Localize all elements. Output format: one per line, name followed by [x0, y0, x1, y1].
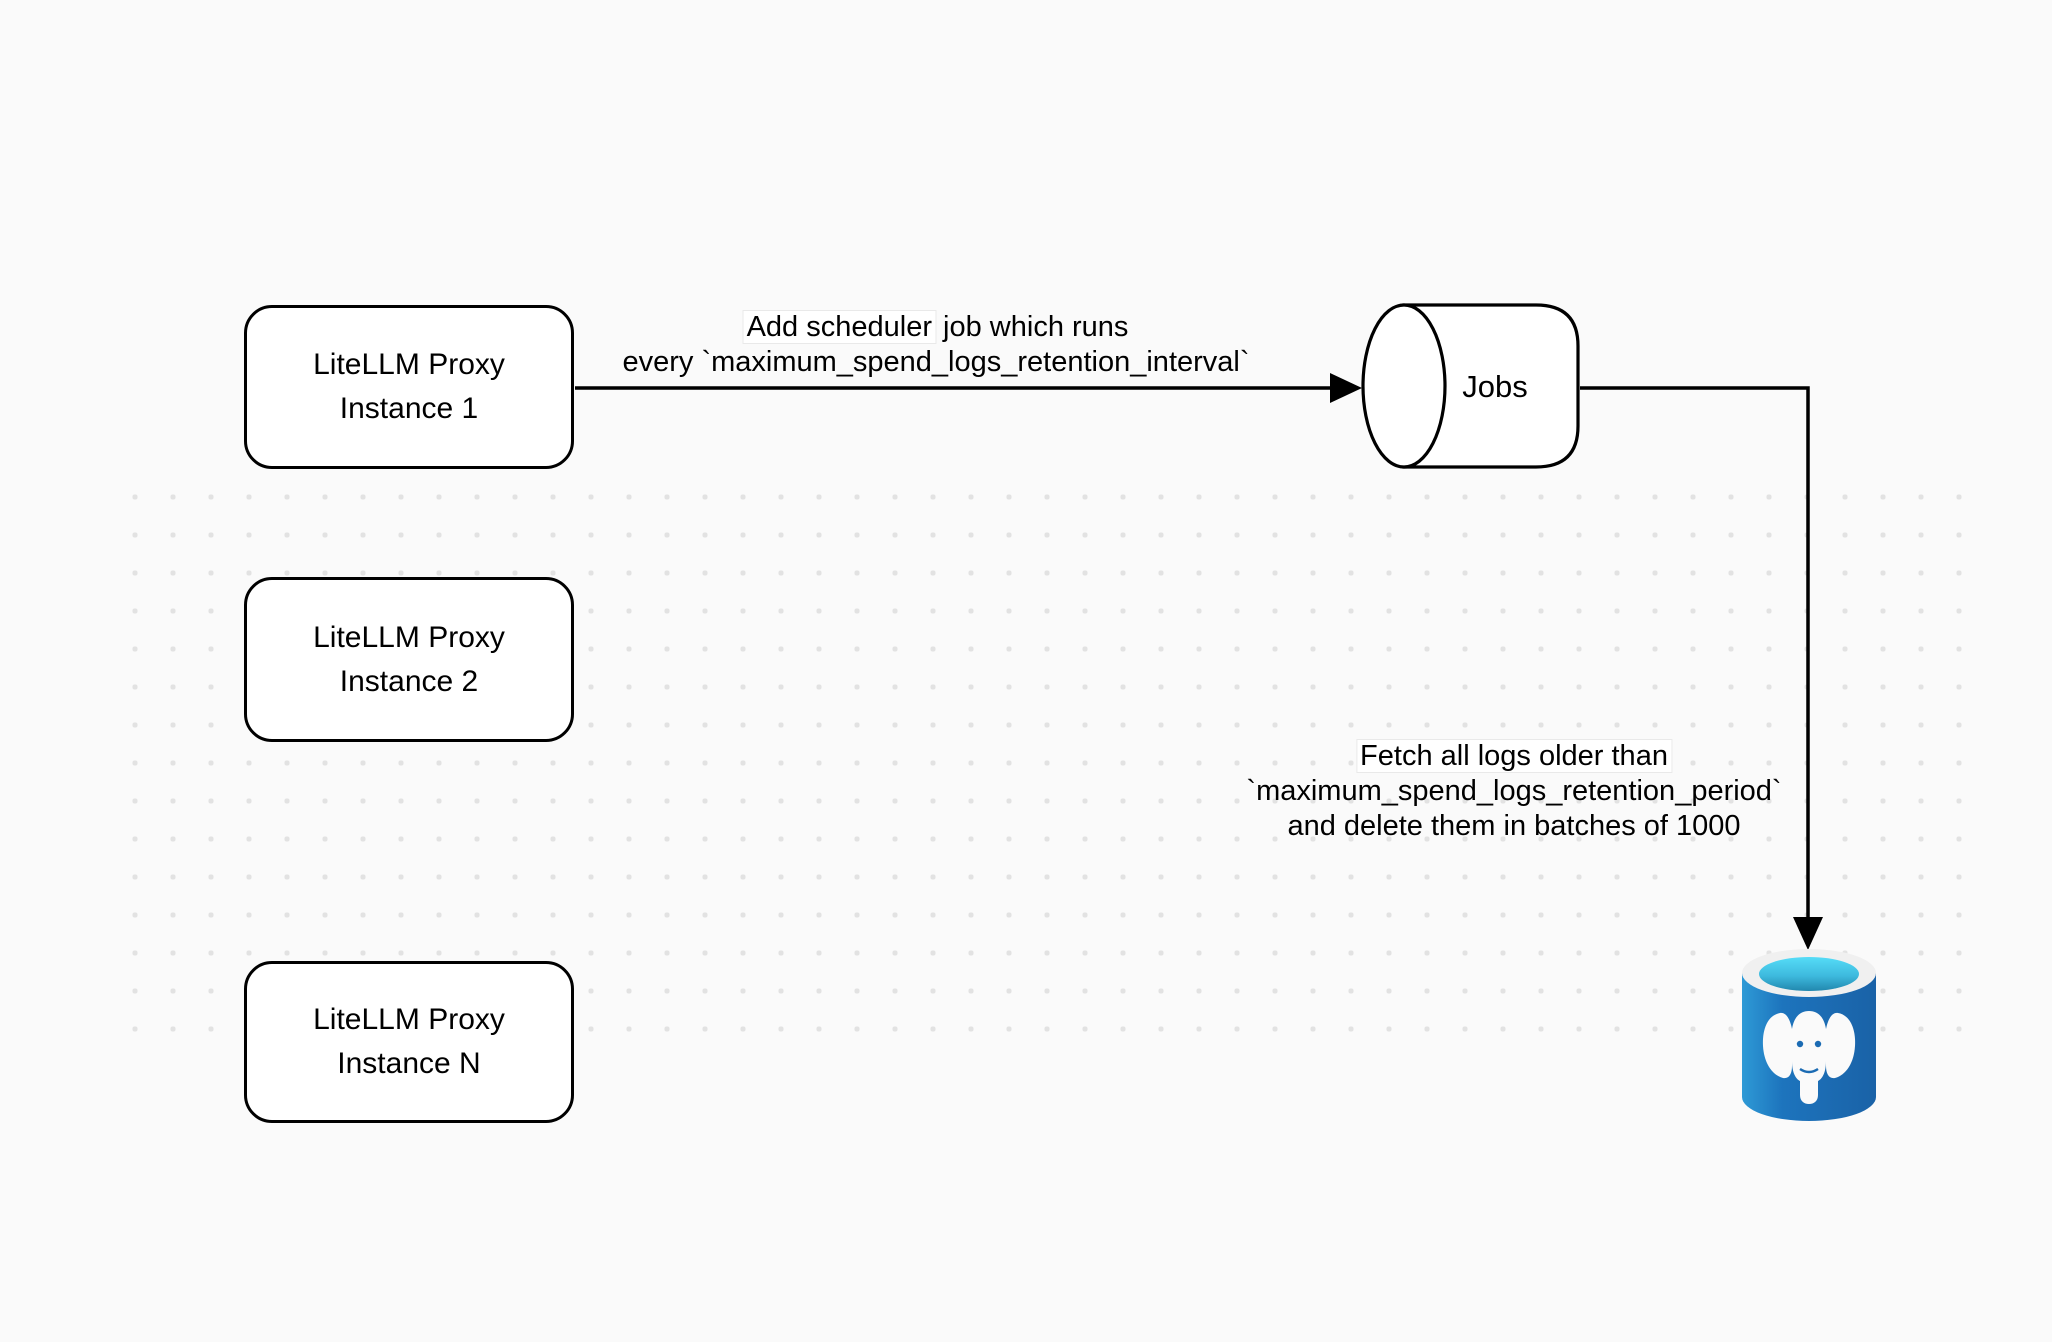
jobs-cylinder-shape — [1361, 303, 1580, 469]
arrowhead-down-icon — [1793, 917, 1823, 950]
edge-label-line: every `maximum_spend_logs_retention_inte… — [622, 346, 1250, 378]
node-label-line: Instance 2 — [339, 664, 479, 698]
edge-label-scheduler: Add scheduler job which runs every `maxi… — [622, 310, 1250, 380]
postgresql-elephant-icon — [1762, 1011, 1856, 1104]
node-jobs-queue: Jobs — [1361, 303, 1580, 469]
edge-scheduler-arrow — [575, 373, 1362, 403]
edge-label-text: Add scheduler — [743, 311, 935, 343]
node-label-line: Instance 1 — [339, 392, 479, 425]
edge-label-text: Fetch all logs older than — [1357, 740, 1671, 772]
node-label-line: LiteLLM Proxy — [313, 620, 505, 654]
edge-label-line: Add scheduler job which runs — [622, 310, 1249, 345]
jobs-label: Jobs — [1462, 369, 1527, 404]
edge-fetch-arrow — [1580, 386, 1823, 950]
edge-label-line: `maximum_spend_logs_retention_period` — [1246, 775, 1782, 807]
edge-label-fetch: Fetch all logs older than `maximum_spend… — [1246, 739, 1782, 844]
node-label-line: LiteLLM Proxy — [313, 1003, 505, 1036]
node-litellm-proxy-instance-2: LiteLLM Proxy Instance 2 — [244, 577, 574, 742]
node-litellm-proxy-instance-1: LiteLLM Proxy Instance 1 — [244, 305, 574, 469]
arrowhead-right-icon — [1330, 373, 1362, 403]
edge-label-line: Fetch all logs older than — [1246, 739, 1781, 774]
edge-label-text: job which runs — [934, 311, 1129, 343]
edge-label-line: and delete them in batches of 1000 — [1287, 810, 1741, 842]
postgresql-database-icon — [1742, 949, 1876, 1121]
node-litellm-proxy-instance-n: LiteLLM Proxy Instance N — [244, 961, 574, 1123]
node-label-line: LiteLLM Proxy — [313, 348, 505, 381]
node-label-line: Instance N — [337, 1047, 481, 1080]
